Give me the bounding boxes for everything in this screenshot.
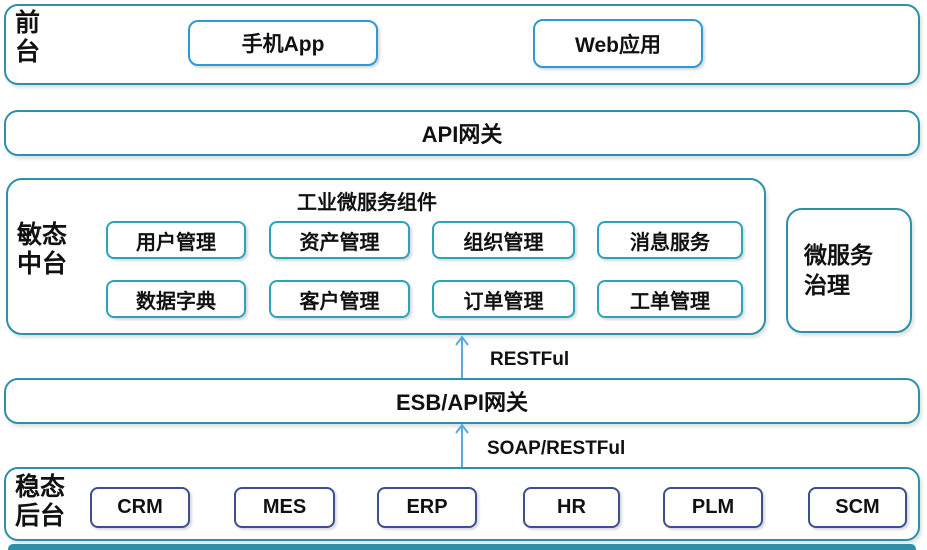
esb-gateway-label: ESB/API网关 <box>395 390 529 415</box>
service-box-data-dictionary: 数据字典 <box>106 280 246 318</box>
service-box-user-mgmt: 用户管理 <box>106 221 246 259</box>
service-label: 客户管理 <box>299 290 380 313</box>
mobile-app-box: 手机App <box>188 20 378 66</box>
backend-system-box-erp: ERP <box>377 487 477 528</box>
service-label: 订单管理 <box>463 290 544 313</box>
web-app-label: Web应用 <box>575 33 661 57</box>
up-arrow-icon <box>455 423 469 467</box>
api-gateway-band: API网关 <box>4 110 920 156</box>
service-label: 组织管理 <box>463 231 544 254</box>
backend-system-box-scm: SCM <box>808 487 907 528</box>
service-box-asset-mgmt: 资产管理 <box>269 221 410 259</box>
soap-restful-label: SOAP/RESTFul <box>487 438 626 459</box>
microservice-components-title: 工业微服务组件 <box>297 192 437 214</box>
esb-gateway-band: ESB/API网关 <box>4 378 920 424</box>
restful-label: RESTFul <box>490 349 570 370</box>
service-box-customer-mgmt: 客户管理 <box>269 280 410 318</box>
api-gateway-label: API网关 <box>421 122 503 147</box>
service-label: 资产管理 <box>299 231 380 254</box>
backend-system-label: ERP <box>406 496 448 518</box>
front-stage-label: 前 台 <box>15 9 41 66</box>
governance-label: 微服务 治理 <box>804 241 873 298</box>
service-label: 工单管理 <box>630 290 710 313</box>
web-app-box: Web应用 <box>533 19 703 68</box>
backend-system-label: HR <box>557 496 586 518</box>
backend-system-box-crm: CRM <box>90 487 190 528</box>
backend-label: 稳态 后台 <box>15 473 66 530</box>
up-arrow-icon <box>455 335 469 379</box>
middle-platform-label: 敏态 中台 <box>17 221 68 278</box>
cutoff-band-top-edge <box>8 544 916 550</box>
backend-system-label: CRM <box>117 496 163 518</box>
backend-system-label: SCM <box>835 496 880 518</box>
service-label: 用户管理 <box>136 231 216 254</box>
governance-box: 微服务 治理 <box>786 208 912 333</box>
service-label: 数据字典 <box>136 290 216 313</box>
backend-system-box-hr: HR <box>523 487 620 528</box>
front-stage-band <box>4 4 920 85</box>
service-box-message-service: 消息服务 <box>597 221 743 259</box>
service-box-workorder-mgmt: 工单管理 <box>597 280 743 318</box>
service-box-order-mgmt: 订单管理 <box>432 280 575 318</box>
backend-system-label: MES <box>262 496 307 518</box>
service-box-org-mgmt: 组织管理 <box>432 221 575 259</box>
service-label: 消息服务 <box>630 231 710 254</box>
backend-system-box-mes: MES <box>234 487 335 528</box>
backend-system-box-plm: PLM <box>663 487 763 528</box>
mobile-app-label: 手机App <box>241 33 325 56</box>
backend-system-label: PLM <box>691 496 735 518</box>
